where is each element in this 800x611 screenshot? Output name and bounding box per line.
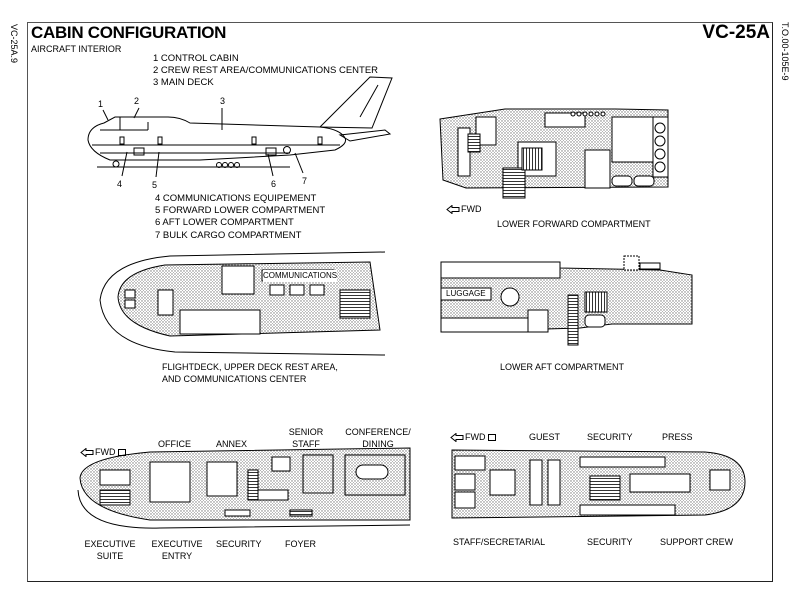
- fwd-label: FWD: [95, 447, 116, 457]
- room-label-communications: COMMUNICATIONS: [263, 270, 338, 282]
- legend-item: 5 FORWARD LOWER COMPARTMENT: [155, 205, 326, 217]
- label-executive-suite: EXECUTIVE SUITE: [80, 538, 140, 562]
- label-conference-dining: CONFERENCE/ DINING: [338, 426, 418, 450]
- callout-3: 3: [220, 96, 226, 106]
- arrow-left-icon: [446, 204, 460, 214]
- aircraft-model: VC-25A: [702, 22, 770, 43]
- label-press: PRESS: [662, 432, 693, 442]
- caption-upper-deck: FLIGHTDECK, UPPER DECK REST AREA, AND CO…: [162, 361, 338, 385]
- callout-7: 7: [302, 176, 308, 186]
- legend-item: 1 CONTROL CABIN: [153, 53, 239, 64]
- label-staff-secretarial: STAFF/SECRETARIAL: [453, 537, 546, 547]
- callout-2: 2: [134, 96, 140, 106]
- lower-aft-plan: [440, 255, 693, 346]
- label-annex: ANNEX: [216, 439, 248, 449]
- page-border: [27, 22, 773, 582]
- page-subtitle: AIRCRAFT INTERIOR: [31, 44, 122, 54]
- arrow-left-icon: [450, 432, 464, 442]
- callout-6: 6: [271, 179, 277, 189]
- label-line: EXECUTIVE: [151, 539, 203, 549]
- fwd-label: FWD: [465, 432, 486, 442]
- label-line: SENIOR: [288, 427, 324, 437]
- label-security: SECURITY: [587, 432, 633, 442]
- caption-line: FLIGHTDECK, UPPER DECK REST AREA,: [162, 362, 338, 372]
- arrow-left-icon: [80, 447, 94, 457]
- main-deck-forward-plan: [77, 447, 411, 529]
- label-senior-staff: SENIOR STAFF: [286, 426, 326, 450]
- box-icon: [117, 448, 126, 456]
- label-guest: GUEST: [529, 432, 561, 442]
- caption-lower-forward: LOWER FORWARD COMPARTMENT: [497, 219, 651, 229]
- label-line: EXECUTIVE: [84, 539, 136, 549]
- caption-lower-aft: LOWER AFT COMPARTMENT: [500, 362, 625, 372]
- lower-forward-compartment-plan: [439, 108, 669, 199]
- label-executive-entry: EXECUTIVE ENTRY: [146, 538, 208, 562]
- legend-upper: 1 CONTROL CABIN 2 CREW REST AREA/COMMUNI…: [153, 53, 378, 90]
- fwd-label: FWD: [461, 204, 482, 214]
- aircraft-side-view: [87, 76, 393, 178]
- label-line: DINING: [362, 439, 394, 449]
- fwd-indicator: FWD: [446, 204, 482, 214]
- legend-item: 2 CREW REST AREA/COMMUNICATIONS CENTER: [153, 65, 379, 77]
- legend-item: 3 MAIN DECK: [153, 77, 214, 89]
- callout-4: 4: [117, 179, 123, 189]
- upper-deck-plan: [99, 251, 386, 356]
- callout-5: 5: [152, 180, 158, 190]
- box-icon: [487, 433, 496, 441]
- room-label-luggage: LUGGAGE: [446, 289, 486, 298]
- page-title: CABIN CONFIGURATION: [31, 23, 227, 42]
- label-line: ENTRY: [161, 551, 193, 561]
- label-support-crew: SUPPORT CREW: [660, 537, 734, 547]
- main-deck-aft-plan: [451, 449, 746, 519]
- caption-line: AND COMMUNICATIONS CENTER: [162, 374, 307, 384]
- fwd-indicator: FWD: [80, 447, 126, 457]
- label-line: SUITE: [96, 551, 124, 561]
- fwd-indicator: FWD: [450, 432, 496, 442]
- label-security: SECURITY: [587, 537, 633, 547]
- callout-1: 1: [98, 99, 104, 109]
- label-office: OFFICE: [158, 439, 191, 449]
- label-security: SECURITY: [216, 539, 262, 549]
- label-line: CONFERENCE/: [345, 427, 411, 437]
- label-line: STAFF: [292, 439, 320, 449]
- legend-item: 7 BULK CARGO COMPARTMENT: [155, 229, 302, 241]
- legend-item: 4 COMMUNICATIONS EQUIPEMENT: [155, 193, 317, 204]
- label-foyer: FOYER: [285, 539, 317, 549]
- legend-lower: 4 COMMUNICATIONS EQUIPEMENT 5 FORWARD LO…: [155, 193, 325, 242]
- legend-item: 6 AFT LOWER COMPARTMENT: [155, 217, 294, 229]
